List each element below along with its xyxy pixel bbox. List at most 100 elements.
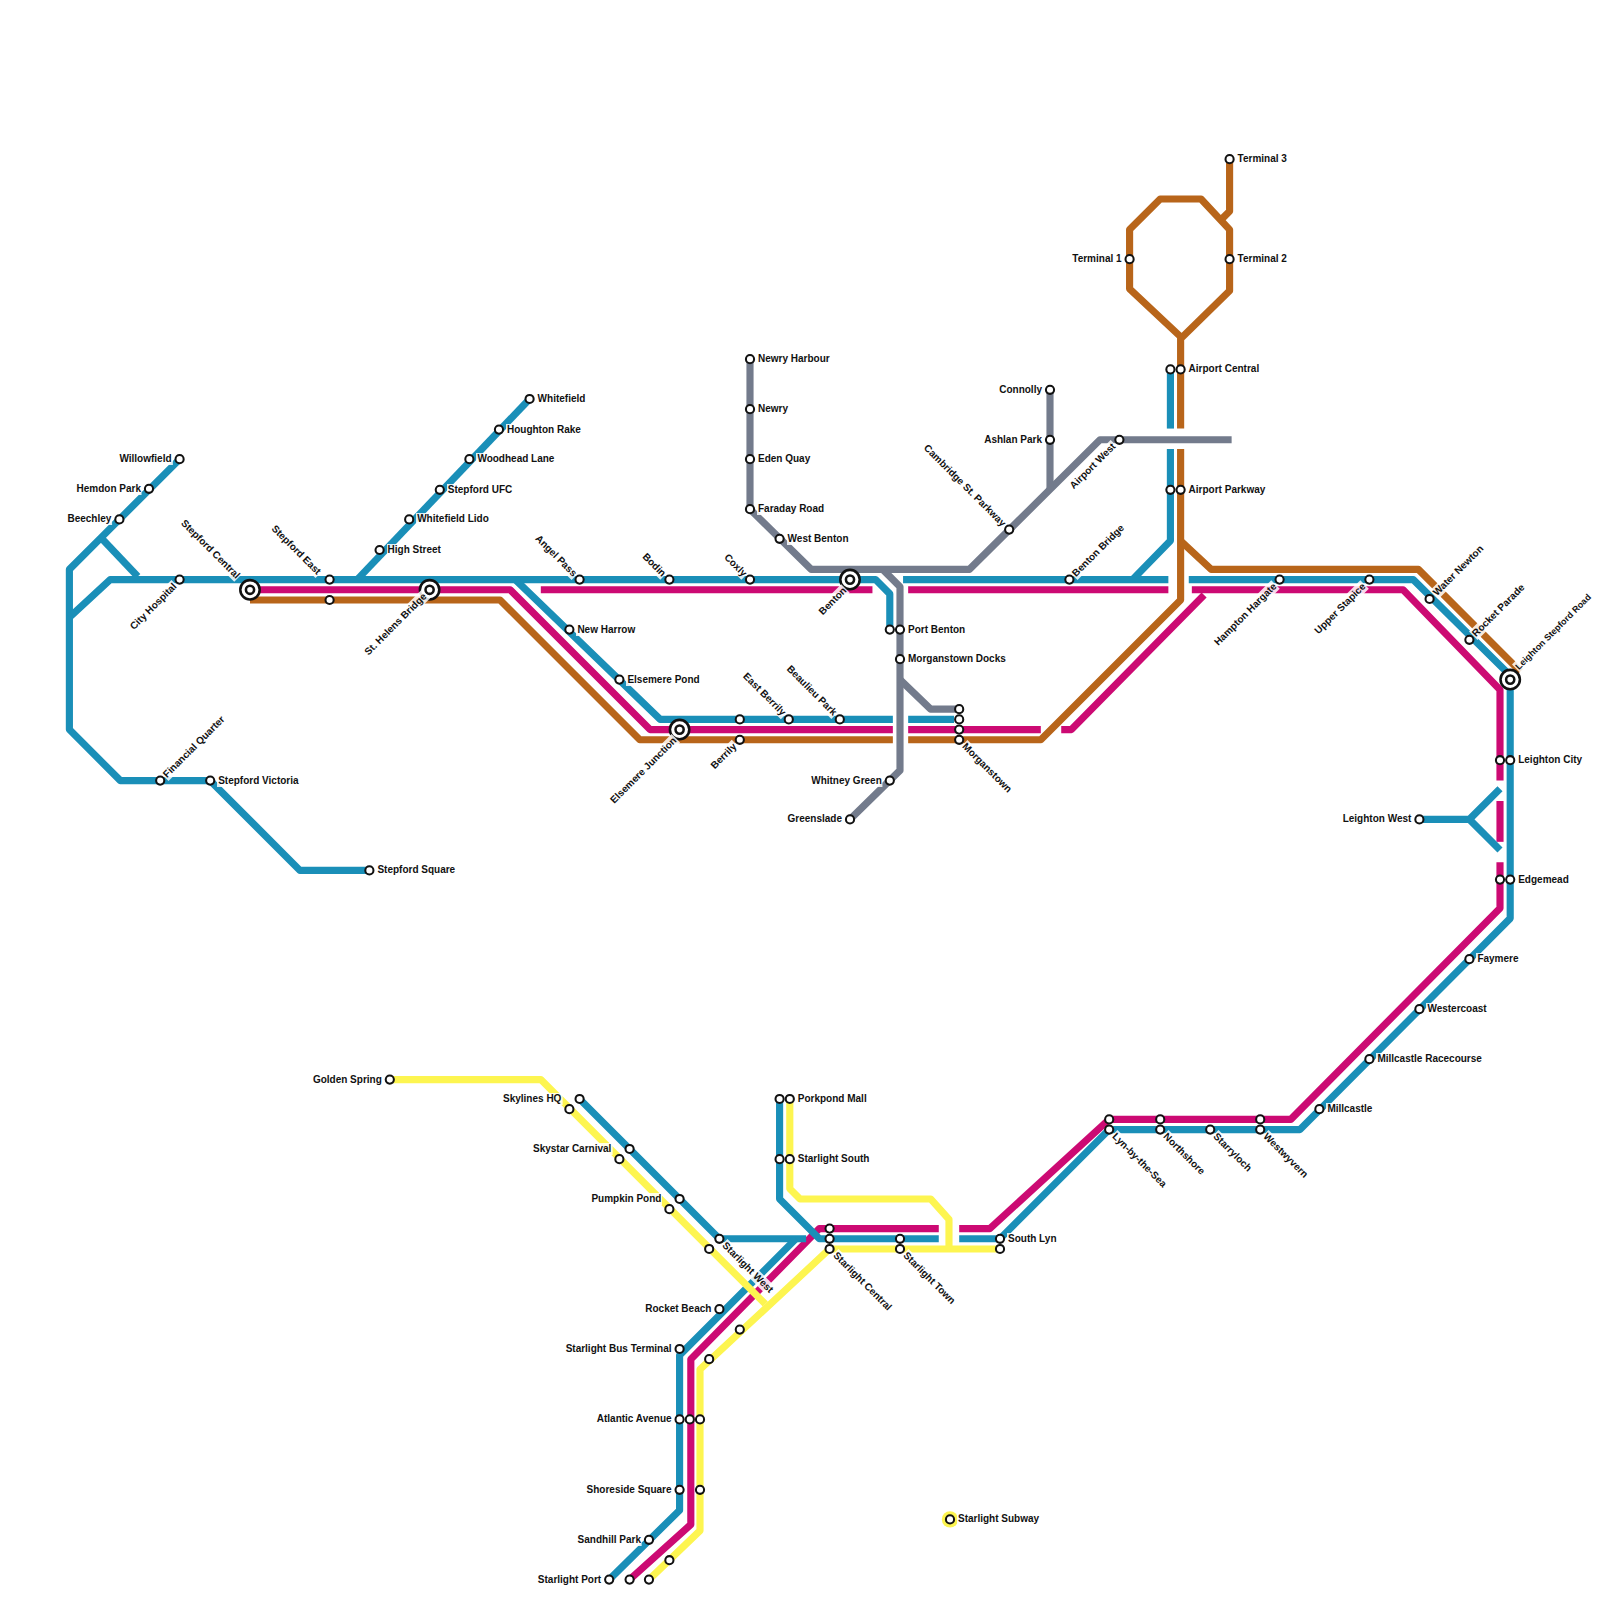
station-dot xyxy=(896,1235,904,1243)
station-dot xyxy=(1105,1115,1113,1123)
station-dot xyxy=(465,455,473,463)
station-dot xyxy=(746,355,754,363)
station-dot xyxy=(176,576,184,584)
station-label: Atlantic Avenue xyxy=(596,1413,673,1425)
station-label: Hemdon Park xyxy=(76,483,142,495)
station-label: West Benton xyxy=(787,533,850,545)
station-dot xyxy=(1256,1126,1264,1134)
station-label: Starlight Subway xyxy=(957,1513,1040,1525)
route-line xyxy=(1469,819,1500,850)
station-dot xyxy=(676,1486,684,1494)
route-line xyxy=(1046,390,1053,490)
station-dot xyxy=(615,676,623,684)
station-label: Stepford East xyxy=(269,522,325,578)
station-dot xyxy=(326,596,334,604)
station-label: Whitney Green xyxy=(810,775,883,787)
route-group xyxy=(750,359,1232,819)
station-label: Airport Central xyxy=(1188,363,1261,375)
station-label: St. Helens Bridge xyxy=(361,590,429,658)
station-label: Pumpkin Pond xyxy=(590,1193,662,1205)
station-label: Eden Quay xyxy=(757,453,811,465)
station-label: Angel Pass xyxy=(532,532,580,580)
station-label: Leighton West xyxy=(1342,813,1413,825)
station-dot xyxy=(365,866,373,874)
station-label: Starlight West xyxy=(719,1239,776,1296)
station-label: South Lyn xyxy=(1007,1233,1058,1245)
station-dot xyxy=(436,486,444,494)
station-label: Stepford Victoria xyxy=(217,775,299,787)
station-dot xyxy=(746,405,754,413)
station-dot xyxy=(1256,1115,1264,1123)
station-dot xyxy=(896,655,904,663)
station-dot xyxy=(826,1224,834,1232)
station-label: East Berrily xyxy=(740,670,789,719)
station-label: Skystar Carnival xyxy=(532,1143,612,1155)
route-line xyxy=(1133,449,1171,580)
route-line xyxy=(515,580,893,720)
station-label: Coxly xyxy=(721,550,750,579)
station-label: Beaulieu Park xyxy=(783,663,840,720)
station-dot xyxy=(1156,1126,1164,1134)
station-dot xyxy=(1276,576,1284,584)
interchange-dot xyxy=(246,586,254,594)
route-line xyxy=(900,680,959,710)
station-label: Starlight South xyxy=(797,1153,871,1165)
station-dot xyxy=(645,1536,653,1544)
station-dot xyxy=(386,1076,394,1084)
station-label: Benton Bridge xyxy=(1069,521,1128,580)
station-label: Woodhead Lane xyxy=(476,453,555,465)
station-dot xyxy=(946,1515,954,1523)
station-label: Whitefield Lido xyxy=(416,513,490,525)
station-dot xyxy=(1065,576,1073,584)
station-label: Terminal 2 xyxy=(1237,253,1288,265)
station-label: Golden Spring xyxy=(312,1074,383,1086)
station-dot xyxy=(705,1245,713,1253)
station-label: Water Newton xyxy=(1430,542,1487,599)
station-label: Millcastle xyxy=(1326,1103,1373,1115)
station-dot xyxy=(665,1556,673,1564)
station-dot xyxy=(776,535,784,543)
station-label: Stepford Central xyxy=(178,516,243,581)
station-dot xyxy=(626,1145,634,1153)
interchange-ring xyxy=(240,580,259,599)
route-line xyxy=(750,359,1232,569)
interchange-dot xyxy=(676,726,684,734)
station-dot xyxy=(1506,756,1514,764)
station-label: New Harrow xyxy=(576,624,636,636)
station-dot xyxy=(1315,1105,1323,1113)
station-label: Newry Harbour xyxy=(757,353,831,365)
station-dot xyxy=(1156,1115,1164,1123)
interchange-dot xyxy=(426,586,434,594)
route-line xyxy=(1130,199,1230,429)
station-label: Financial Quarter xyxy=(160,713,228,781)
station-label: Airport West xyxy=(1067,440,1119,492)
route-line xyxy=(580,1099,807,1239)
station-dot xyxy=(665,1205,673,1213)
route-line xyxy=(1000,580,1510,1239)
station-label: Edgemead xyxy=(1517,874,1570,886)
station-label: Airport Parkway xyxy=(1188,484,1267,496)
station-dot xyxy=(326,576,334,584)
station-dot xyxy=(1166,365,1174,373)
station-dot xyxy=(1005,526,1013,534)
station-dot xyxy=(615,1155,623,1163)
station-dot xyxy=(206,777,214,785)
station-dot xyxy=(836,715,844,723)
station-dot xyxy=(896,1245,904,1253)
route-line xyxy=(69,459,369,870)
station-dot xyxy=(1365,1055,1373,1063)
station-label: Newry xyxy=(757,403,789,415)
station-label: Stepford Square xyxy=(376,864,456,876)
station-dot xyxy=(176,455,184,463)
station-label: Ashlan Park xyxy=(983,434,1043,446)
route-line xyxy=(357,399,529,580)
route-line xyxy=(959,862,1500,1228)
station-dot xyxy=(715,1305,723,1313)
station-dot xyxy=(705,1355,713,1363)
route-group xyxy=(390,1080,1000,1580)
station-label: City Hospital xyxy=(126,580,179,633)
station-dot xyxy=(495,426,503,434)
station-halo xyxy=(942,1511,958,1527)
route-line xyxy=(1419,789,1500,820)
